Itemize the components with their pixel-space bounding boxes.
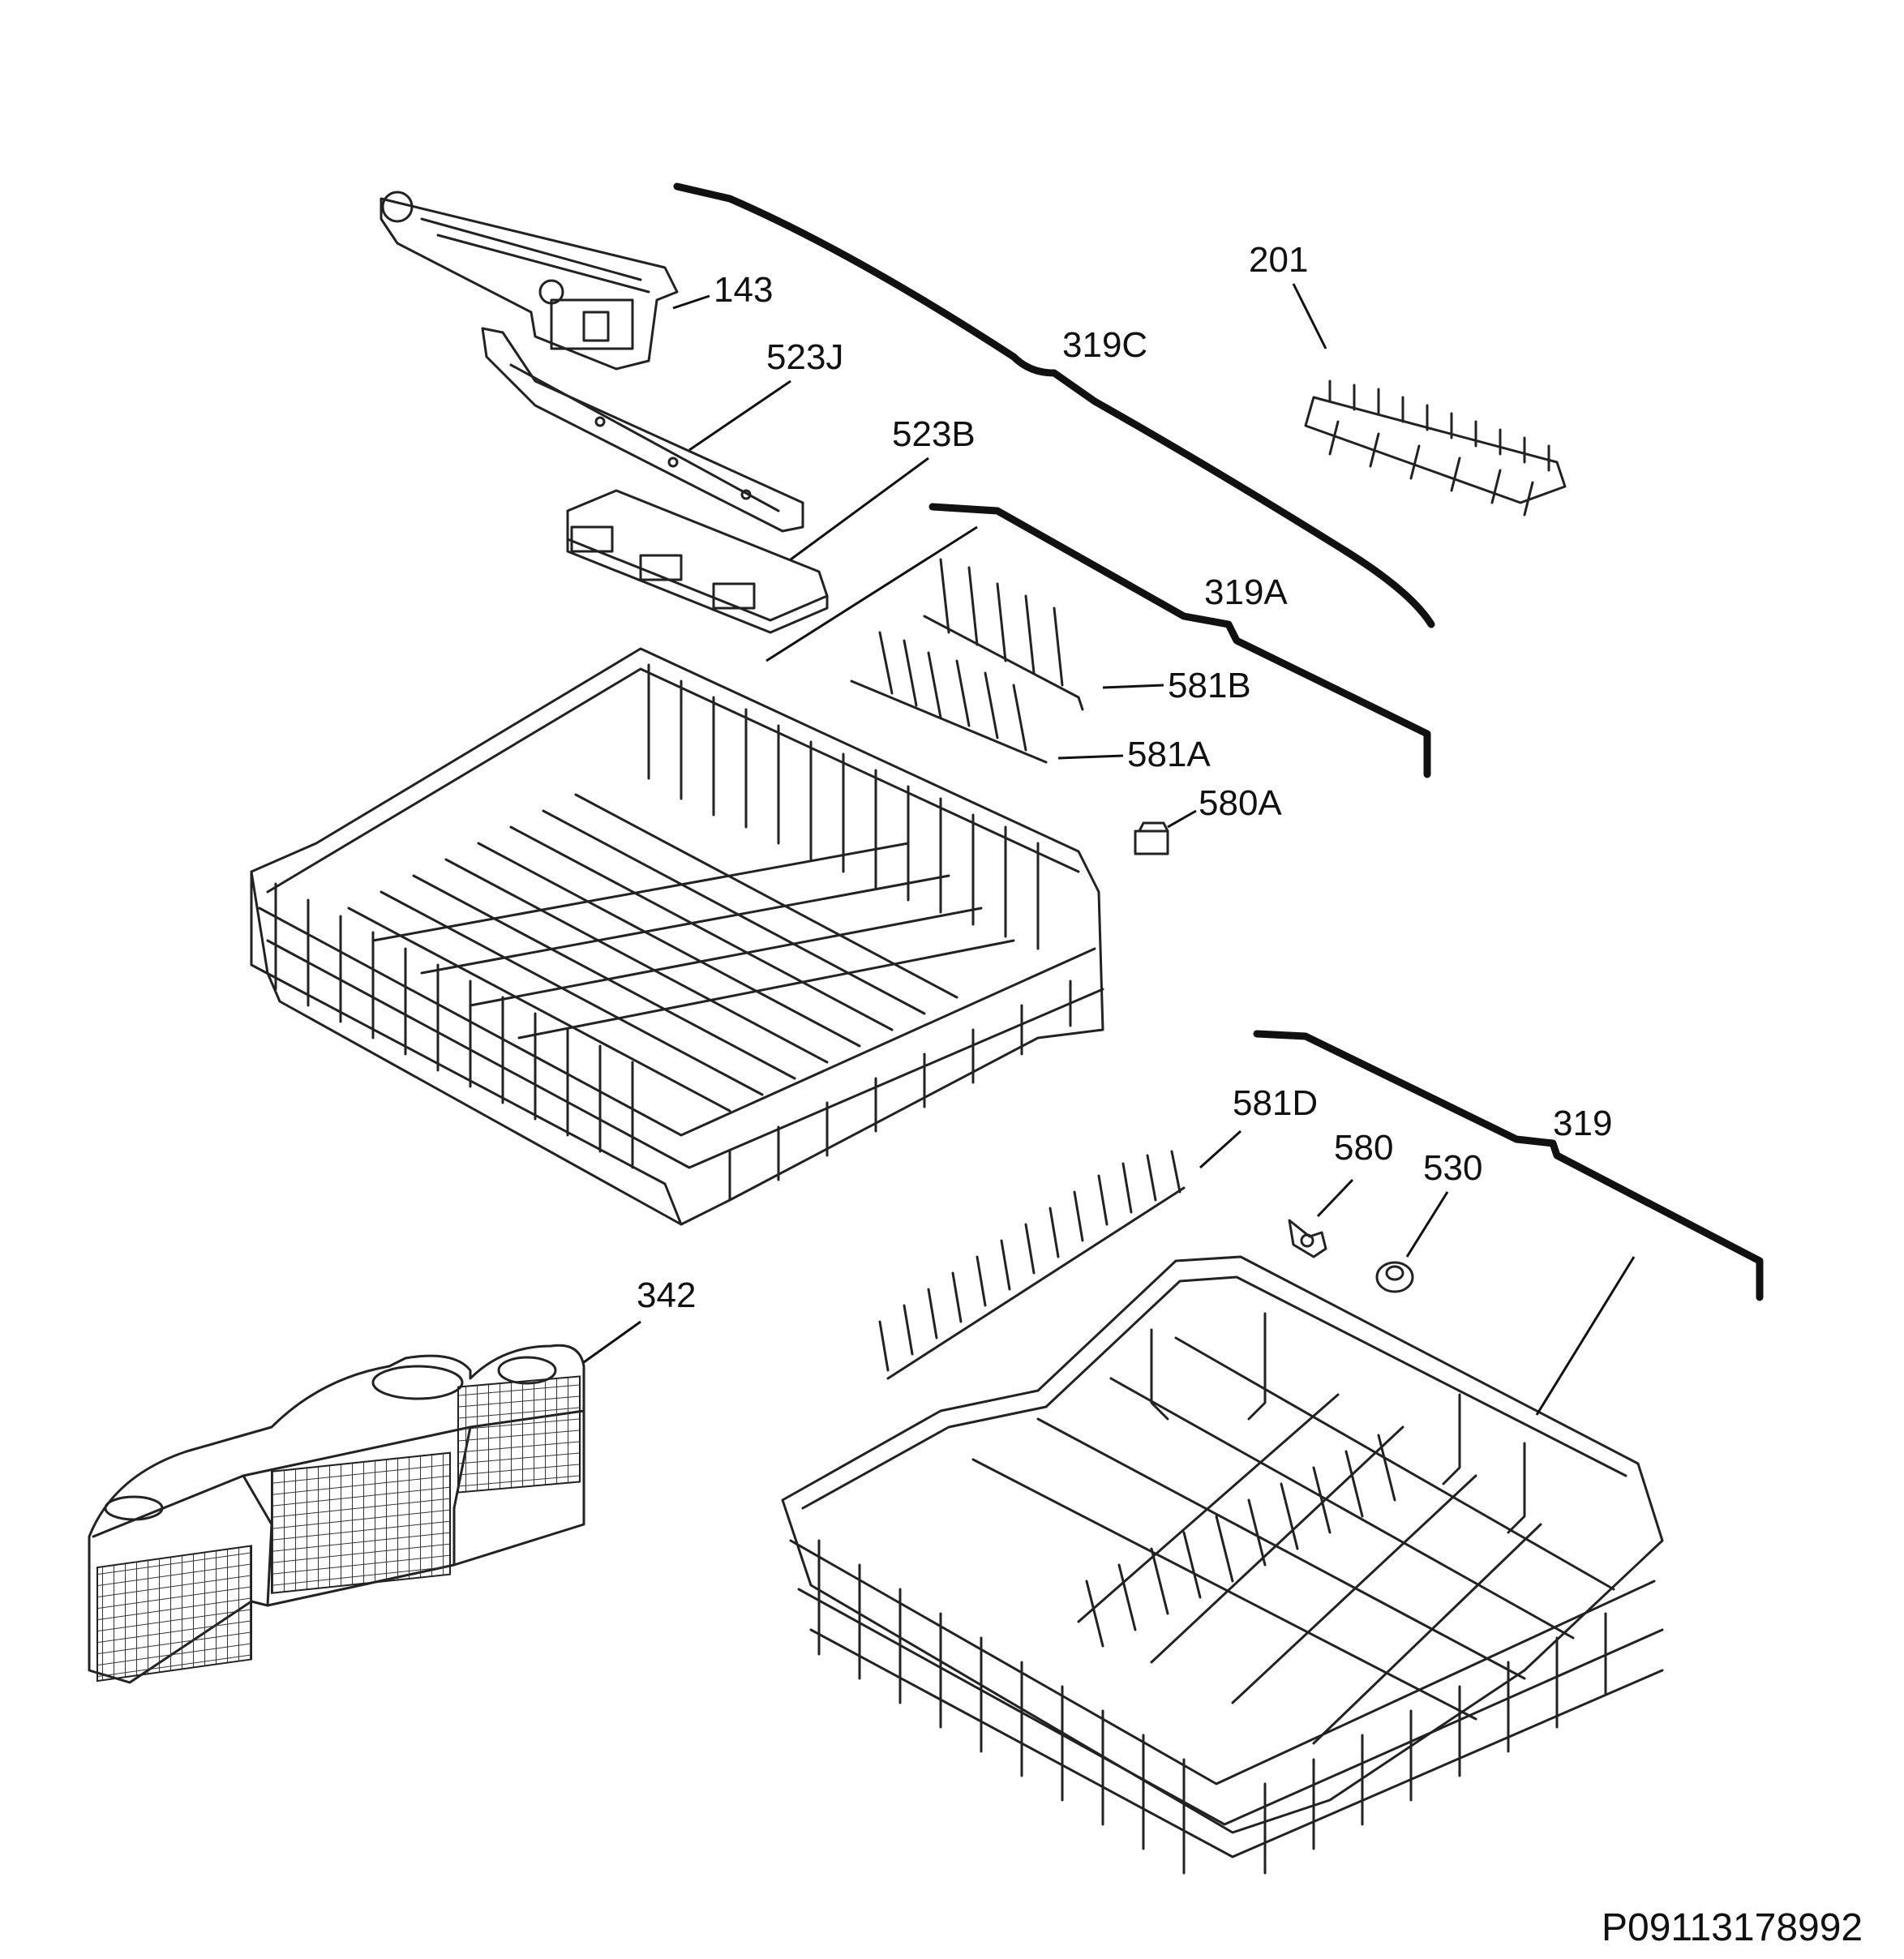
label-143: 143 <box>714 270 773 310</box>
leader-581B <box>1102 684 1164 689</box>
leader-530 <box>1405 1191 1449 1258</box>
leader-580A <box>1167 809 1197 829</box>
part-143-rack-adjuster <box>380 191 679 371</box>
part-581B-tine-rack <box>923 558 1084 711</box>
label-201: 201 <box>1249 240 1308 280</box>
part-523J-rail <box>481 327 804 533</box>
label-523J: 523J <box>766 337 843 377</box>
part-523B-cup-shelf <box>566 489 829 634</box>
part-581D-tine-row <box>878 1150 1186 1380</box>
label-580: 580 <box>1334 1128 1393 1168</box>
label-319A: 319A <box>1204 572 1288 612</box>
leader-523B <box>790 457 929 561</box>
upper-dish-rack <box>250 647 1104 1226</box>
leader-581A <box>1057 754 1124 760</box>
part-319A-seal-strip <box>928 503 1431 778</box>
part-201-tine-strip <box>1304 379 1567 517</box>
label-581A: 581A <box>1127 735 1211 774</box>
part-580A-clip <box>1134 821 1169 855</box>
part-530-wheel <box>1375 1261 1414 1293</box>
label-319: 319 <box>1553 1104 1612 1143</box>
label-581B: 581B <box>1168 666 1251 705</box>
part-319-seal-strip <box>1253 1030 1764 1301</box>
leader-523J <box>688 379 791 452</box>
leader-580 <box>1316 1178 1354 1218</box>
part-342-cutlery-basket <box>88 1344 585 1684</box>
part-319C-seal-strip <box>673 182 1435 628</box>
document-number: P09113178992 <box>1602 1906 1863 1949</box>
leader-lower-rack <box>1535 1256 1636 1416</box>
lower-dish-rack <box>781 1255 1664 1875</box>
leader-201 <box>1292 283 1327 349</box>
label-581D: 581D <box>1233 1083 1318 1123</box>
leader-342 <box>583 1320 641 1364</box>
leader-143 <box>672 294 710 310</box>
part-581A-tine-rack <box>850 631 1048 764</box>
label-530: 530 <box>1423 1148 1482 1188</box>
label-523B: 523B <box>892 414 976 454</box>
label-319C: 319C <box>1062 325 1147 365</box>
label-580A: 580A <box>1199 783 1282 823</box>
label-342: 342 <box>637 1275 696 1315</box>
part-580-clip <box>1288 1219 1327 1258</box>
leader-581D <box>1199 1130 1242 1169</box>
leader-upper-rack <box>765 525 978 662</box>
